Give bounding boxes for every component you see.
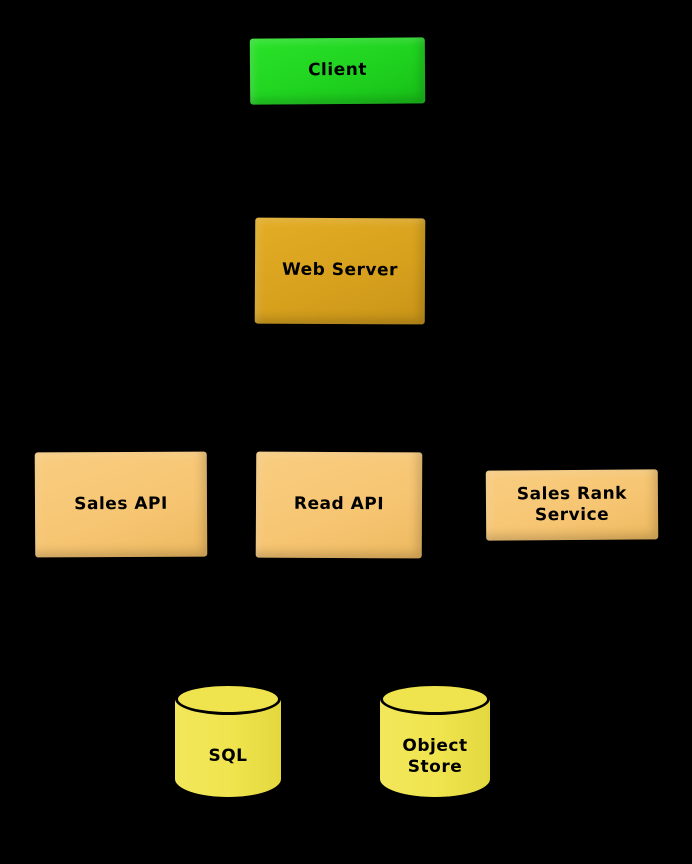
node-client: Client [249, 37, 426, 105]
cylinder-top-ellipse [380, 683, 490, 715]
node-sql-label: SQL [208, 746, 248, 767]
node-read-api-label: Read API [293, 494, 385, 515]
node-sales-rank-service-label: Sales Rank Service [516, 483, 628, 526]
node-object-store-database: Object Store [380, 683, 490, 797]
node-sales-api: Sales API [34, 451, 208, 558]
node-object-store-label: Object Store [402, 735, 468, 777]
node-object-store-label-wrap: Object Store [380, 725, 490, 789]
node-sql-database: SQL [175, 683, 281, 797]
node-sql-label-wrap: SQL [175, 725, 281, 789]
node-sales-rank-service: Sales Rank Service [485, 469, 659, 541]
node-client-label: Client [307, 60, 368, 81]
cylinder-top-ellipse [175, 683, 281, 715]
node-web-server: Web Server [254, 217, 426, 325]
node-sales-api-label: Sales API [74, 493, 168, 515]
cylinder-body [175, 699, 281, 797]
node-read-api: Read API [255, 451, 423, 559]
cylinder-body [380, 699, 490, 797]
node-web-server-label: Web Server [281, 260, 399, 281]
